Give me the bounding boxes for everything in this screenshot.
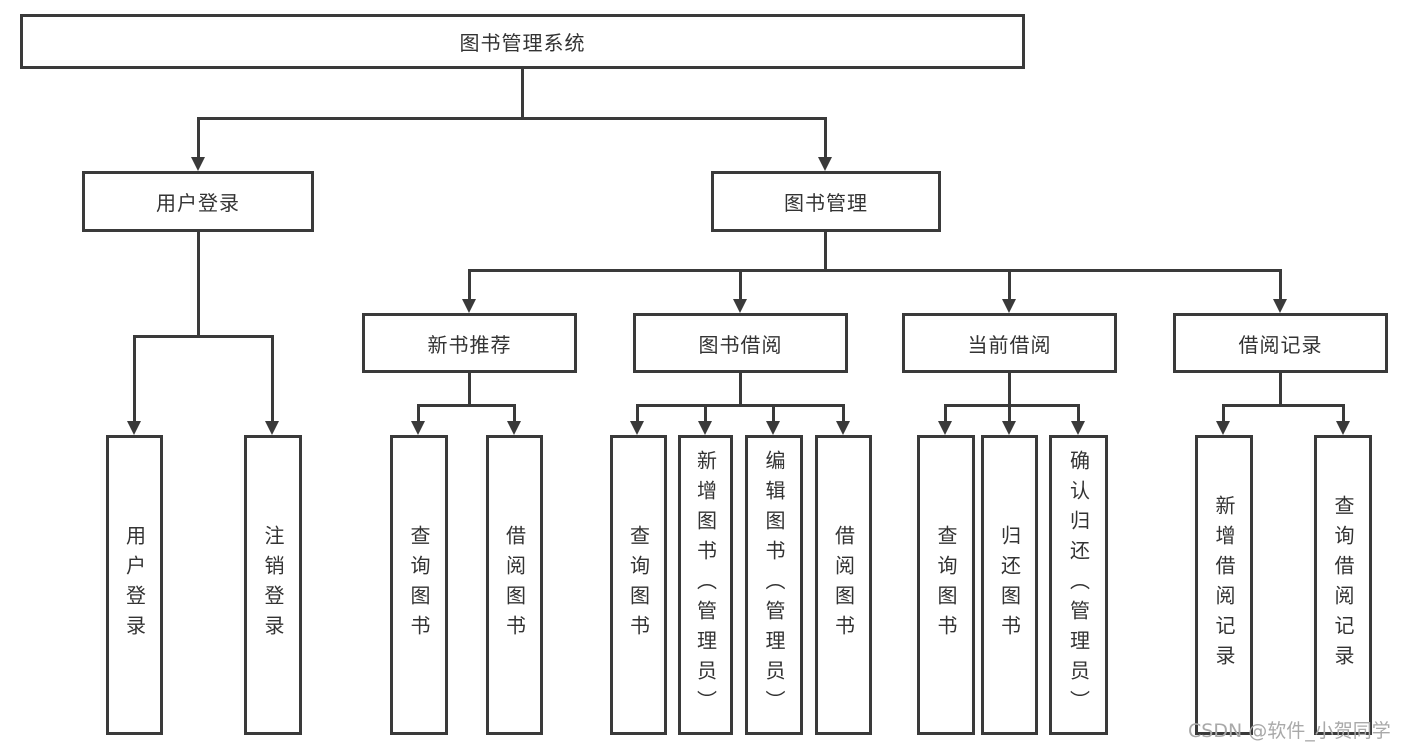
connector-line bbox=[739, 373, 742, 406]
connector-line bbox=[636, 404, 845, 407]
connector-line bbox=[1008, 269, 1011, 300]
arrow-down-icon bbox=[1216, 421, 1230, 435]
arrow-down-icon bbox=[1002, 299, 1016, 313]
node-user-login: 用户登录 bbox=[82, 171, 314, 232]
connector-line bbox=[1279, 269, 1282, 300]
connector-line bbox=[133, 335, 136, 422]
node-book-borrow-label: 图书借阅 bbox=[698, 332, 783, 357]
arrow-down-icon bbox=[1336, 421, 1350, 435]
leaf-query-borrow-record-label: 查询借阅记录 bbox=[1331, 495, 1355, 675]
leaf-query-borrow-record: 查询借阅记录 bbox=[1314, 435, 1372, 735]
connector-line bbox=[772, 404, 775, 422]
connector-line bbox=[271, 335, 274, 422]
connector-line bbox=[197, 232, 200, 336]
connector-line bbox=[521, 69, 524, 118]
leaf-query-books-borrow: 查询图书 bbox=[610, 435, 667, 735]
connector-line bbox=[739, 269, 742, 300]
leaf-return-book: 归还图书 bbox=[981, 435, 1038, 735]
arrow-down-icon bbox=[265, 421, 279, 435]
connector-line bbox=[468, 373, 471, 406]
arrow-down-icon bbox=[1002, 421, 1016, 435]
leaf-borrow-books-recommend: 借阅图书 bbox=[486, 435, 543, 735]
leaf-edit-book-admin: 编辑图书（管理员） bbox=[745, 435, 803, 735]
node-new-book-recommend: 新书推荐 bbox=[362, 313, 577, 373]
connector-line bbox=[824, 117, 827, 158]
leaf-confirm-return-admin: 确认归还（管理员） bbox=[1049, 435, 1108, 735]
arrow-down-icon bbox=[766, 421, 780, 435]
connector-line bbox=[133, 335, 274, 338]
connector-line bbox=[1222, 404, 1225, 422]
leaf-query-books-recommend-label: 查询图书 bbox=[407, 525, 431, 645]
arrow-down-icon bbox=[836, 421, 850, 435]
leaf-user-login-label: 用户登录 bbox=[122, 525, 147, 645]
leaf-logout: 注销登录 bbox=[244, 435, 302, 735]
arrow-down-icon bbox=[818, 157, 832, 171]
node-new-book-recommend-label: 新书推荐 bbox=[427, 332, 512, 357]
leaf-add-book-admin: 新增图书（管理员） bbox=[678, 435, 733, 735]
leaf-add-book-admin-label: 新增图书（管理员） bbox=[693, 450, 718, 720]
node-library-system: 图书管理系统 bbox=[20, 14, 1025, 69]
node-user-login-label: 用户登录 bbox=[156, 191, 240, 215]
connector-line bbox=[417, 404, 516, 407]
node-book-management-label: 图书管理 bbox=[784, 191, 868, 215]
leaf-logout-label: 注销登录 bbox=[261, 525, 285, 645]
arrow-down-icon bbox=[733, 299, 747, 313]
connector-line bbox=[468, 269, 471, 300]
connector-line bbox=[944, 404, 947, 422]
connector-line bbox=[704, 404, 707, 422]
leaf-user-login: 用户登录 bbox=[106, 435, 163, 735]
leaf-edit-book-admin-label: 编辑图书（管理员） bbox=[762, 450, 786, 720]
leaf-query-books-current-label: 查询图书 bbox=[934, 525, 958, 645]
connector-line bbox=[824, 232, 827, 270]
leaf-query-books-current: 查询图书 bbox=[917, 435, 975, 735]
connector-line bbox=[1342, 404, 1345, 422]
arrow-down-icon bbox=[698, 421, 712, 435]
leaf-borrow-books-recommend-label: 借阅图书 bbox=[502, 525, 527, 645]
arrow-down-icon bbox=[1273, 299, 1287, 313]
node-book-management: 图书管理 bbox=[711, 171, 941, 232]
connector-line bbox=[197, 117, 827, 120]
arrow-down-icon bbox=[938, 421, 952, 435]
leaf-borrow-books: 借阅图书 bbox=[815, 435, 872, 735]
arrow-down-icon bbox=[630, 421, 644, 435]
arrow-down-icon bbox=[462, 299, 476, 313]
connector-line bbox=[1077, 404, 1080, 422]
connector-line bbox=[842, 404, 845, 422]
leaf-borrow-books-label: 借阅图书 bbox=[831, 525, 856, 645]
node-borrow-records-label: 借阅记录 bbox=[1238, 332, 1323, 357]
node-library-system-label: 图书管理系统 bbox=[459, 31, 586, 55]
leaf-query-books-borrow-label: 查询图书 bbox=[626, 525, 651, 645]
connector-line bbox=[1222, 404, 1345, 407]
leaf-confirm-return-admin-label: 确认归还（管理员） bbox=[1066, 450, 1091, 720]
arrow-down-icon bbox=[411, 421, 425, 435]
arrow-down-icon bbox=[507, 421, 521, 435]
connector-line bbox=[513, 404, 516, 422]
connector-line bbox=[1008, 373, 1011, 406]
leaf-query-books-recommend: 查询图书 bbox=[390, 435, 448, 735]
connector-line bbox=[417, 404, 420, 422]
leaf-add-borrow-record: 新增借阅记录 bbox=[1195, 435, 1253, 735]
leaf-add-borrow-record-label: 新增借阅记录 bbox=[1212, 495, 1236, 675]
arrow-down-icon bbox=[191, 157, 205, 171]
arrow-down-icon bbox=[1071, 421, 1085, 435]
connector-line bbox=[1008, 404, 1011, 422]
watermark: CSDN @软件_小贺同学 bbox=[1188, 720, 1391, 742]
connector-line bbox=[197, 117, 200, 158]
connector-line bbox=[468, 269, 1282, 272]
arrow-down-icon bbox=[127, 421, 141, 435]
node-book-borrow: 图书借阅 bbox=[633, 313, 848, 373]
node-current-borrow: 当前借阅 bbox=[902, 313, 1117, 373]
node-borrow-records: 借阅记录 bbox=[1173, 313, 1388, 373]
leaf-return-book-label: 归还图书 bbox=[997, 525, 1022, 645]
connector-line bbox=[1279, 373, 1282, 406]
node-current-borrow-label: 当前借阅 bbox=[967, 332, 1052, 357]
connector-line bbox=[944, 404, 1080, 407]
connector-line bbox=[636, 404, 639, 422]
